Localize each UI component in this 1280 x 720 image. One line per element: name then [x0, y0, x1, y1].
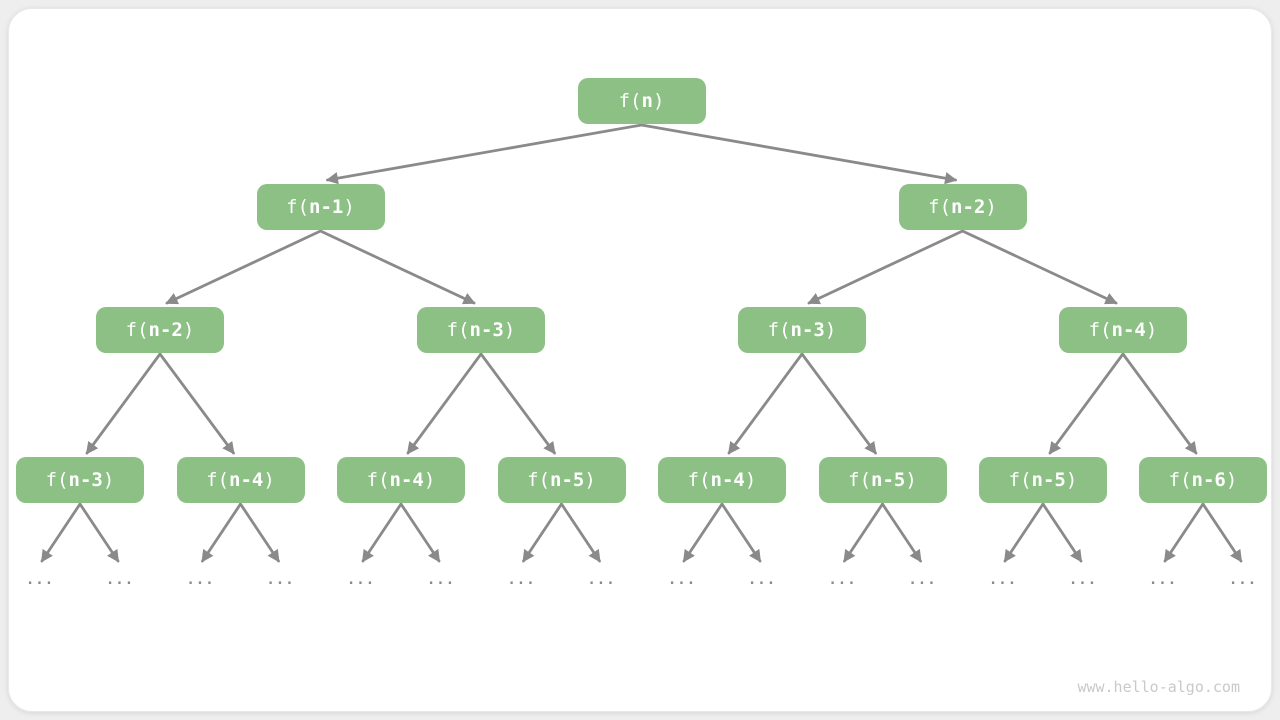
- ellipsis-leaf: ...: [1148, 572, 1178, 588]
- tree-node-n3g: f(n-5): [979, 457, 1107, 503]
- node-label-prefix: f(: [848, 469, 872, 491]
- node-label-suffix: ): [1065, 469, 1078, 491]
- watermark: www.hello-algo.com: [1077, 678, 1240, 696]
- ellipsis-leaf: ...: [667, 572, 697, 588]
- ellipsis-leaf: ...: [908, 572, 937, 588]
- node-label-prefix: f(: [1008, 469, 1032, 491]
- node-label-arg: n-4: [1111, 319, 1146, 341]
- node-label-prefix: f(: [527, 469, 551, 491]
- node-label-suffix: ): [102, 469, 115, 491]
- node-label-suffix: ): [652, 90, 665, 112]
- node-label-arg: n-4: [710, 469, 745, 491]
- node-label-prefix: f(: [45, 469, 69, 491]
- ellipsis-leaf: ...: [186, 572, 215, 588]
- tree-node-n1a: f(n-1): [256, 184, 385, 230]
- node-label-arg: n-5: [871, 469, 906, 491]
- tree-node-n3b: f(n-4): [176, 457, 305, 503]
- node-label-arg: n-5: [550, 469, 585, 491]
- ellipsis-leaf: ...: [1228, 572, 1258, 588]
- node-label-arg: n: [641, 90, 653, 112]
- tree-node-n3h: f(n-6): [1139, 457, 1267, 503]
- node-label-suffix: ): [744, 469, 757, 491]
- ellipsis-leaf: ...: [587, 572, 616, 588]
- ellipsis-leaf: ...: [507, 572, 536, 588]
- node-label-suffix: ): [1145, 319, 1158, 341]
- tree-node-n0: f(n): [577, 78, 706, 124]
- node-label-prefix: f(: [446, 319, 470, 341]
- node-label-suffix: ): [985, 196, 997, 218]
- node-label-suffix: ): [423, 469, 436, 491]
- node-label-suffix: ): [584, 469, 596, 491]
- node-label-suffix: ): [182, 319, 195, 341]
- node-label-arg: n-4: [229, 469, 264, 491]
- node-label-suffix: ): [343, 196, 355, 218]
- node-label-arg: n-4: [389, 469, 424, 491]
- node-label-prefix: f(: [1088, 319, 1112, 341]
- ellipsis-leaf: ...: [988, 572, 1018, 588]
- node-label-arg: n-2: [951, 196, 986, 218]
- node-label-suffix: ): [263, 469, 275, 491]
- node-label-arg: n-3: [790, 319, 825, 341]
- node-label-prefix: f(: [928, 196, 952, 218]
- node-label-prefix: f(: [1168, 469, 1192, 491]
- tree-node-n3c: f(n-4): [337, 457, 465, 503]
- ellipsis-leaf: ...: [1068, 572, 1098, 588]
- tree-node-n3a: f(n-3): [16, 457, 144, 503]
- tree-node-n1b: f(n-2): [898, 184, 1027, 230]
- ellipsis-leaf: ...: [747, 572, 777, 588]
- ellipsis-leaf: ...: [105, 572, 135, 588]
- tree-node-n2a: f(n-2): [96, 307, 224, 353]
- node-label-prefix: f(: [618, 90, 642, 112]
- node-label-suffix: ): [503, 319, 516, 341]
- node-label-arg: n-1: [309, 196, 344, 218]
- ellipsis-leaf: ...: [25, 572, 55, 588]
- node-label-suffix: ): [905, 469, 917, 491]
- tree-node-n3f: f(n-5): [818, 457, 947, 503]
- tree-node-n3e: f(n-4): [658, 457, 786, 503]
- node-label-prefix: f(: [125, 319, 149, 341]
- ellipsis-leaf: ...: [426, 572, 456, 588]
- node-label-arg: n-2: [148, 319, 183, 341]
- node-label-arg: n-3: [469, 319, 504, 341]
- node-label-prefix: f(: [687, 469, 711, 491]
- node-label-prefix: f(: [366, 469, 390, 491]
- ellipsis-leaf: ...: [346, 572, 376, 588]
- node-label-suffix: ): [824, 319, 837, 341]
- ellipsis-leaf: ...: [828, 572, 857, 588]
- node-label-arg: n-6: [1191, 469, 1226, 491]
- node-label-suffix: ): [1225, 469, 1238, 491]
- node-label-prefix: f(: [767, 319, 791, 341]
- tree-node-n2c: f(n-3): [738, 307, 866, 353]
- tree-node-n3d: f(n-5): [497, 457, 626, 503]
- node-label-prefix: f(: [286, 196, 310, 218]
- ellipsis-leaf: ...: [266, 572, 295, 588]
- node-label-prefix: f(: [206, 469, 230, 491]
- node-label-arg: n-3: [68, 469, 103, 491]
- tree-node-n2b: f(n-3): [417, 307, 545, 353]
- node-label-arg: n-5: [1031, 469, 1066, 491]
- tree-node-n2d: f(n-4): [1059, 307, 1187, 353]
